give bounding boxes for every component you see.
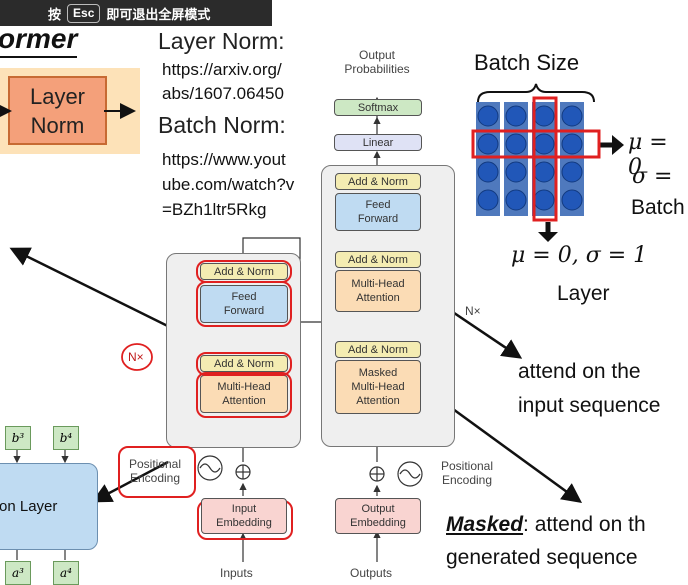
batch-sigma-text: σ = — [632, 164, 673, 189]
decoder-masked-attention[interactable]: Masked Multi-Head Attention — [335, 360, 421, 414]
batch-size-label: Batch Size — [474, 50, 580, 75]
layer-eq-text: μ = 0, σ = 1 — [511, 243, 648, 268]
layer-norm-line1: Layer — [29, 83, 86, 109]
generated-caption: generated sequence — [446, 546, 638, 569]
output-emb-line1: Output — [361, 503, 395, 515]
enc-pe-line2: Encoding — [129, 471, 181, 485]
decoder-add-norm-bottom[interactable]: Add & Norm — [335, 341, 421, 358]
attend-caption-1: attend on the — [518, 360, 641, 383]
decoder-add-norm-mid[interactable]: Add & Norm — [335, 251, 421, 268]
encoder-norm-text: Norm — [247, 357, 274, 370]
decoder-add-norm-top[interactable]: Add & Norm — [335, 173, 421, 190]
encoder-add-text: Add & — [214, 357, 244, 370]
encoder-ff-line1: Feed — [231, 291, 257, 303]
batch-grid — [471, 96, 601, 222]
node-a4: a⁴ — [53, 561, 79, 585]
encoder-nx-label: N× — [128, 350, 144, 364]
encoder-add-norm-bottom[interactable]: Add & Norm — [200, 355, 288, 372]
input-embedding-block[interactable]: Input Embedding — [201, 498, 287, 534]
masked-rest: : attend on th — [523, 513, 646, 536]
decoder-positional-encoding: Positional Encoding — [428, 459, 506, 487]
softmax-block[interactable]: Softmax — [334, 99, 422, 116]
batch-norm-heading: Batch Norm: — [158, 112, 286, 138]
hint-prefix: 按 — [48, 6, 62, 22]
layer-norm-url-1[interactable]: https://arxiv.org/ — [162, 60, 282, 79]
enc-pe-line1: Positional — [128, 457, 182, 471]
annotation-mha — [196, 372, 292, 418]
encoder-add-norm-top[interactable]: Add & Norm — [200, 263, 288, 280]
encoder-mha-line2: Attention — [222, 395, 266, 407]
masked-line2: Multi-Head — [351, 381, 405, 393]
batch-norm-url-2[interactable]: ube.com/watch?v — [162, 175, 295, 194]
dec-pe-line2: Encoding — [441, 473, 493, 487]
masked-word: Masked — [446, 513, 524, 536]
batch-mu-text: μ = 0 — [628, 130, 668, 180]
layer-norm-url-2[interactable]: abs/1607.06450 — [162, 84, 284, 103]
layer-label: Layer — [557, 282, 610, 305]
outputs-label: Outputs — [350, 566, 393, 580]
masked-line3: Attention — [356, 395, 400, 407]
encoder-mha-line1: Multi-Head — [217, 381, 271, 393]
output-emb-line2: Embedding — [350, 517, 406, 529]
layer-norm-heading: Layer Norm: — [158, 28, 285, 54]
output-embedding-block[interactable]: Output Embedding — [335, 498, 421, 534]
node-b3: b³ — [5, 426, 31, 450]
encoder-positional-encoding: Positional Encoding — [120, 457, 190, 485]
decoder-ff-line1: Feed — [365, 199, 391, 211]
decoder-multi-head-attention[interactable]: Multi-Head Attention — [335, 270, 421, 312]
annotation-add-norm-bottom — [196, 352, 292, 376]
node-b4: b⁴ — [53, 426, 79, 450]
encoder-feed-forward[interactable]: Feed Forward — [200, 285, 288, 323]
transformer-title: ormer — [0, 22, 78, 58]
esc-key-badge[interactable]: Esc — [67, 3, 101, 23]
decoder-feed-forward[interactable]: Feed Forward — [335, 193, 421, 231]
batch-label-right: Batch — [631, 196, 685, 219]
input-emb-line1: Input — [231, 503, 257, 515]
inputs-label: Inputs — [220, 566, 253, 580]
layer-norm-line2: Norm — [30, 112, 85, 138]
decoder-ff-line2: Forward — [357, 213, 399, 225]
decoder-mha-line1: Multi-Head — [351, 278, 405, 290]
annotation-positional — [118, 446, 196, 498]
batch-norm-url-3[interactable]: =BZh1ltr5Rkg — [162, 200, 267, 219]
masked-caption: Masked: attend on th — [446, 513, 646, 537]
output-probabilities-label: Output Probabilities — [340, 48, 414, 76]
decoder-nx-label: N× — [465, 304, 481, 318]
decoder-mha-line2: Attention — [356, 292, 400, 304]
fullscreen-hint-bar: 按 Esc 即可退出全屏模式 — [0, 0, 272, 26]
masked-line1: Masked — [358, 367, 398, 379]
layer-norm-box: Layer Norm — [8, 76, 107, 145]
output-probabilities-line1: Output — [358, 48, 396, 62]
layer-box-text: on Layer — [0, 498, 58, 515]
node-a3: a³ — [5, 561, 31, 585]
annotation-feed-forward — [196, 281, 292, 327]
encoder-multi-head-attention[interactable]: Multi-Head Attention — [200, 375, 288, 413]
attend-caption-2: input sequence — [518, 394, 661, 417]
output-probabilities-line2: Probabilities — [344, 62, 410, 76]
dec-pe-line1: Positional — [440, 459, 494, 473]
layer-box-left: on Layer — [0, 463, 98, 550]
annotation-add-norm-top — [196, 260, 292, 283]
encoder-ff-line2: Forward — [223, 305, 265, 317]
input-emb-line2: Embedding — [216, 517, 272, 529]
batch-norm-url-1[interactable]: https://www.yout — [162, 150, 286, 169]
linear-block[interactable]: Linear — [334, 134, 422, 151]
hint-suffix: 即可退出全屏模式 — [106, 6, 211, 22]
